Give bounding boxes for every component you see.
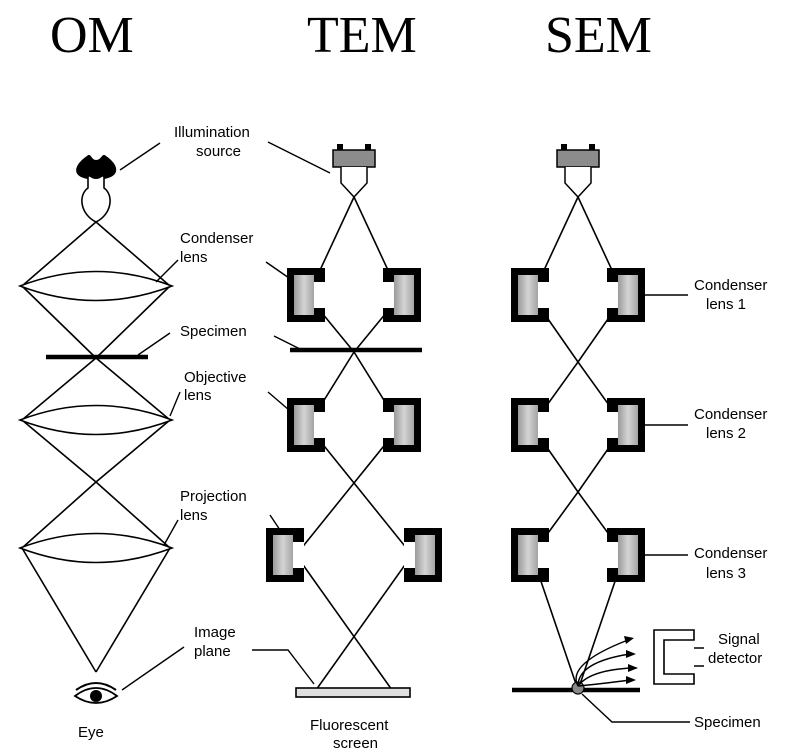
sem-electron-gun [556,144,600,199]
om-leader-specimen [137,332,171,356]
label-om-condenser-1: Condenser [180,230,253,247]
label-image-2: plane [194,643,231,660]
label-objective-1: Objective [184,369,247,386]
label-om-specimen: Specimen [180,323,247,340]
om-column: Illumination source Condenser lens Speci… [17,124,253,741]
label-image-1: Image [194,624,236,641]
label-eye: Eye [78,724,104,741]
tem-leader-projection [269,514,281,531]
label-sem-condenser-1a: Condenser [694,277,767,294]
label-om-condenser-2: lens [180,249,208,266]
om-projection-lens [17,532,175,564]
tem-condenser-lens [287,268,421,322]
tem-leader-image [252,649,315,685]
label-sem-specimen: Specimen [694,714,761,731]
label-objective-2: lens [184,387,212,404]
label-sem-condenser-3b: lens 3 [706,565,746,582]
label-projection-1: Projection [180,488,247,505]
om-rays [21,221,171,673]
signal-detector-icon [653,629,704,685]
label-sem-condenser-2a: Condenser [694,406,767,423]
title-sem: SEM [545,7,652,64]
label-sem-condenser-3a: Condenser [694,545,767,562]
title-tem: TEM [307,7,417,64]
arrowheads [624,636,638,684]
label-sem-condenser-2b: lens 2 [706,425,746,442]
tem-electron-gun [332,144,376,199]
sem-condenser-lens-1 [511,268,645,322]
title-om: OM [50,7,134,64]
tem-leader-specimen [273,335,301,350]
tem-leader-illumination [267,141,331,174]
om-leader-objective [169,391,181,417]
tem-column: Fluorescent screen [252,141,442,752]
sem-condenser-lens-2 [511,398,645,452]
sem-column: Condenser lens 1 Condenser lens 2 Conden… [511,144,767,731]
om-leader-condenser [155,259,179,283]
tem-projection-lens [266,528,442,582]
signal-arrows [575,639,633,687]
om-leader-illumination [119,142,161,171]
tem-fluorescent-screen [295,687,411,698]
om-condenser-lens [17,270,175,302]
sem-rays [531,196,625,691]
tem-leader-objective [267,391,290,411]
tem-leader-condenser [265,261,290,279]
label-sem-condenser-1b: lens 1 [706,296,746,313]
label-illumination-source-2: source [196,143,241,160]
om-objective-lens [17,404,175,436]
om-leader-projection [163,519,179,546]
label-signal-1: Signal [718,631,760,648]
eye-icon [73,682,119,704]
om-leader-image [121,646,185,691]
label-fluorescent-1: Fluorescent [310,717,389,734]
sem-leader-specimen [581,693,690,723]
label-fluorescent-2: screen [333,735,378,752]
tem-rays [295,196,413,691]
label-signal-2: detector [708,650,762,667]
label-illumination-source-1: Illumination [174,124,250,141]
bulb-icon [76,154,117,223]
tem-objective-lens [287,398,421,452]
label-projection-2: lens [180,507,208,524]
sem-condenser-lens-3 [511,528,645,582]
